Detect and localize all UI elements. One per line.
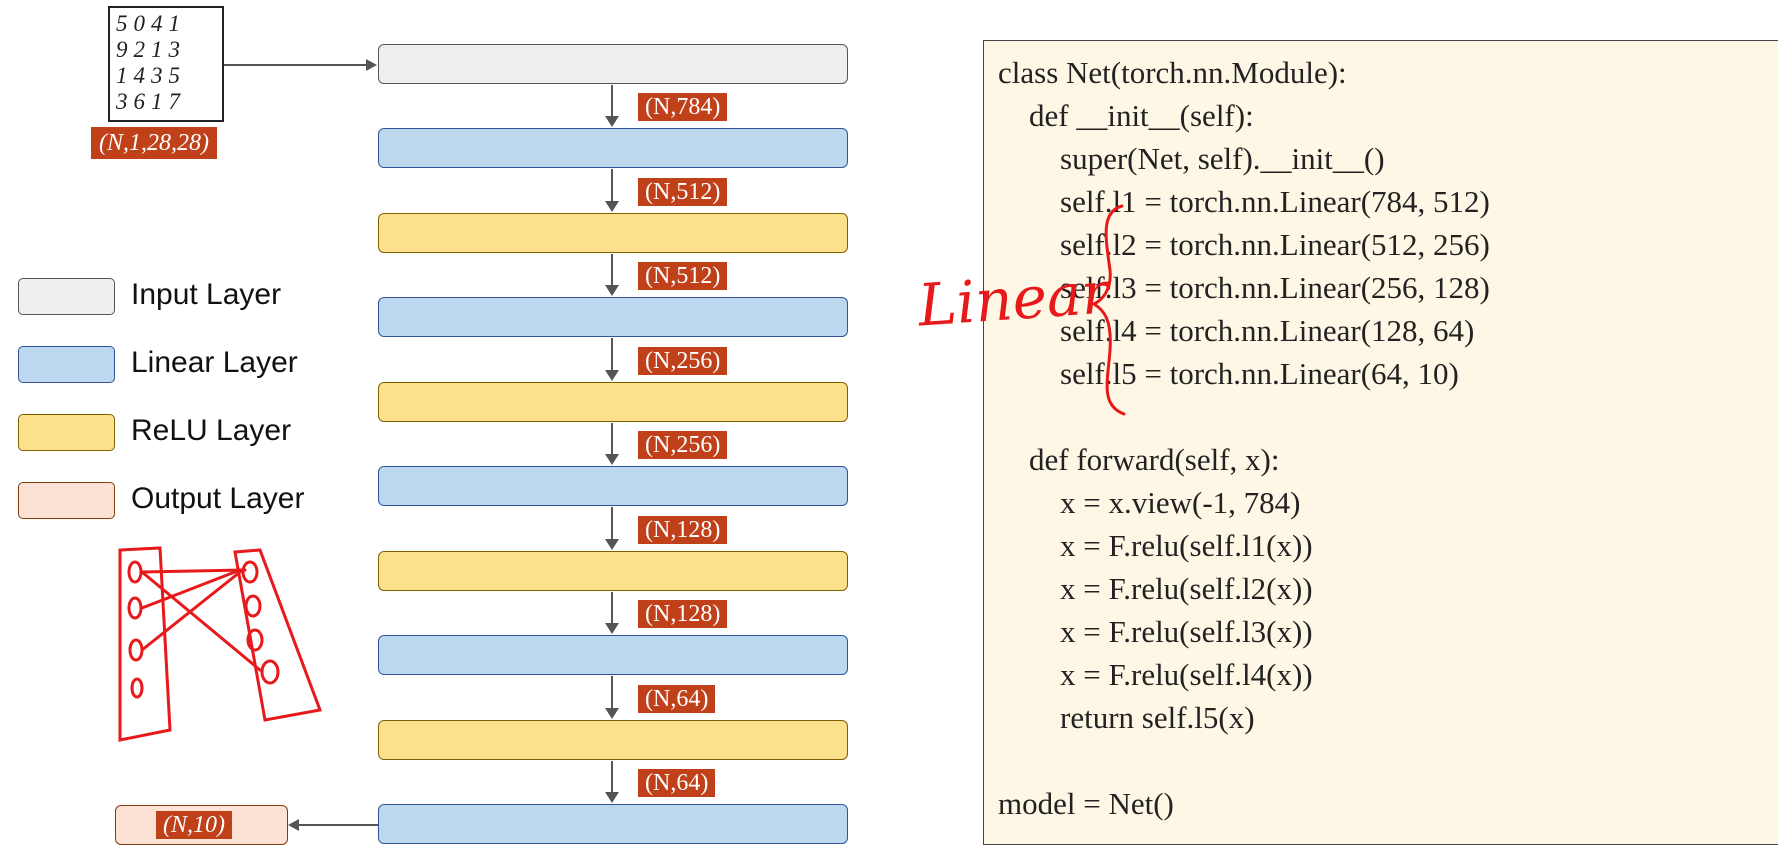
linear-layer-3 [378, 466, 848, 506]
legend-label-linear: Linear Layer [131, 346, 298, 379]
legend-label-input: Input Layer [131, 278, 282, 311]
legend-label-output: Output Layer [131, 482, 305, 515]
flow-arrow [605, 507, 619, 550]
flow-arrow [605, 423, 619, 465]
flow-arrow [605, 592, 619, 634]
code-line: x = F.relu(self.l1(x)) [998, 528, 1313, 563]
linear-layer-1 [378, 128, 848, 168]
code-line: self.l1 = torch.nn.Linear(784, 512) [998, 184, 1490, 219]
relu-layer-4 [378, 720, 848, 760]
flow-arrow [605, 676, 619, 719]
shape-badge: (N,512) [638, 262, 728, 290]
code-line: self.l4 = torch.nn.Linear(128, 64) [998, 313, 1475, 348]
mnist-row: 5041 [116, 11, 186, 36]
flow-arrow [605, 338, 619, 381]
handwritten-linear-label: Linear [915, 258, 1112, 340]
shape-badge: (N,256) [638, 347, 728, 375]
mnist-row: 9213 [116, 37, 186, 62]
code-panel: class Net(torch.nn.Module): def __init__… [983, 40, 1778, 845]
mnist-row: 1435 [116, 63, 186, 88]
linear-layer-5 [378, 804, 848, 844]
linear-layer-2 [378, 297, 848, 337]
shape-badge: (N,128) [638, 516, 728, 544]
code-line: x = x.view(-1, 784) [998, 485, 1301, 520]
code-line: x = F.relu(self.l2(x)) [998, 571, 1313, 606]
input-layer [378, 44, 848, 84]
code-line: model = Net() [998, 786, 1174, 821]
code-line: return self.l5(x) [998, 700, 1255, 735]
flow-arrow [605, 169, 619, 212]
code-line: x = F.relu(self.l3(x)) [998, 614, 1313, 649]
output-arrow-head [288, 819, 299, 831]
input-arrow-head [366, 59, 377, 71]
legend-swatch-relu [18, 414, 115, 451]
shape-badge: (N,256) [638, 431, 728, 459]
code-line: self.l3 = torch.nn.Linear(256, 128) [998, 270, 1490, 305]
shape-badge: (N,512) [638, 178, 728, 206]
handwritten-neuron-sketch [118, 546, 323, 742]
mnist-sample-image: 5041 9213 1435 3617 [108, 6, 224, 122]
flow-arrow [605, 761, 619, 803]
output-arrow [298, 824, 378, 826]
input-shape-badge: (N,1,28,28) [91, 127, 217, 159]
legend-swatch-input [18, 278, 115, 315]
code-line: super(Net, self).__init__() [998, 141, 1385, 176]
shape-badge: (N,64) [638, 769, 716, 797]
code-line: self.l5 = torch.nn.Linear(64, 10) [998, 356, 1459, 391]
code-line: x = F.relu(self.l4(x)) [998, 657, 1313, 692]
flow-arrow [605, 85, 619, 127]
shape-badge: (N,64) [638, 685, 716, 713]
relu-layer-1 [378, 213, 848, 253]
code-line: def __init__(self): [998, 98, 1254, 133]
shape-badge: (N,784) [638, 93, 728, 121]
shape-badge: (N,128) [638, 600, 728, 628]
code-line: self.l2 = torch.nn.Linear(512, 256) [998, 227, 1490, 262]
code-line: def forward(self, x): [998, 442, 1280, 477]
legend-label-relu: ReLU Layer [131, 414, 292, 447]
flow-arrow [605, 254, 619, 296]
output-shape-badge: (N,10) [156, 811, 232, 839]
code-line: class Net(torch.nn.Module): [998, 55, 1347, 90]
legend-swatch-linear [18, 346, 115, 383]
legend-swatch-output [18, 482, 115, 519]
relu-layer-2 [378, 382, 848, 422]
input-arrow [224, 64, 372, 66]
relu-layer-3 [378, 551, 848, 591]
handwritten-brace [1090, 204, 1126, 416]
mnist-row: 3617 [116, 89, 186, 114]
linear-layer-4 [378, 635, 848, 675]
output-layer: (N,10) [115, 805, 288, 845]
